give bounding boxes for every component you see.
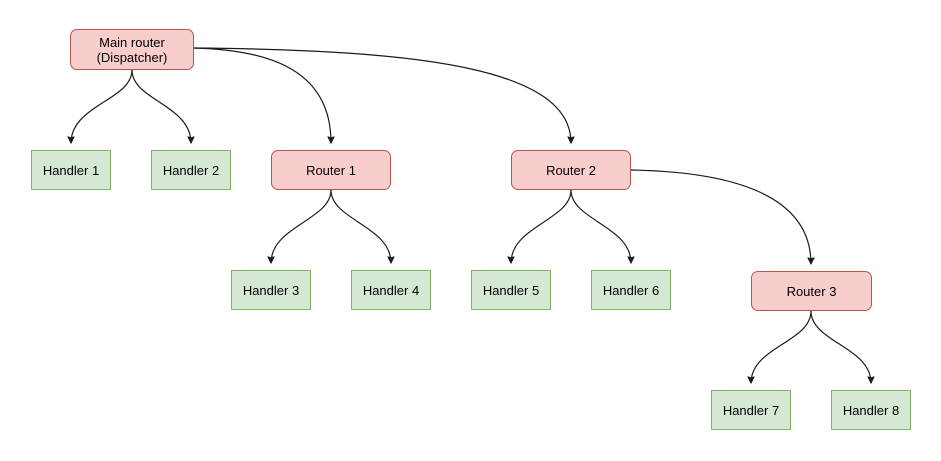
node-handler-1[interactable]: Handler 1 — [31, 150, 111, 190]
edge-router-2-to-router-3 — [630, 169, 811, 264]
node-label-router-2: Router 2 — [546, 162, 596, 178]
node-label-router-1: Router 1 — [306, 162, 356, 178]
node-label-handler-8: Handler 8 — [842, 402, 900, 418]
node-handler-7[interactable]: Handler 7 — [711, 390, 791, 430]
node-handler-4[interactable]: Handler 4 — [351, 270, 431, 310]
node-handler-5[interactable]: Handler 5 — [471, 270, 551, 310]
edge-main-to-router-1 — [193, 47, 331, 143]
node-handler-8[interactable]: Handler 8 — [831, 390, 911, 430]
node-label-handler-5: Handler 5 — [482, 282, 540, 298]
node-label-handler-7: Handler 7 — [722, 402, 780, 418]
node-main-router[interactable]: Main router (Dispatcher) — [70, 29, 194, 70]
node-router-1[interactable]: Router 1 — [271, 150, 391, 190]
edge-router-2-to-handler-5 — [511, 189, 572, 263]
edge-router-1-to-handler-4 — [330, 189, 391, 263]
edge-main-to-handler-2 — [131, 69, 191, 143]
node-handler-2[interactable]: Handler 2 — [151, 150, 231, 190]
edge-main-to-router-2 — [193, 47, 571, 143]
node-router-3[interactable]: Router 3 — [751, 271, 872, 311]
node-label-handler-4: Handler 4 — [362, 282, 420, 298]
node-handler-6[interactable]: Handler 6 — [591, 270, 671, 310]
edge-router-2-to-handler-6 — [570, 189, 631, 263]
node-label-main-router: Main router (Dispatcher) — [96, 34, 168, 65]
node-label-handler-6: Handler 6 — [602, 282, 660, 298]
node-label-handler-1: Handler 1 — [42, 162, 100, 178]
node-router-2[interactable]: Router 2 — [511, 150, 631, 190]
edge-router-3-to-handler-8 — [810, 310, 871, 383]
edges — [71, 47, 871, 383]
node-handler-3[interactable]: Handler 3 — [231, 270, 311, 310]
edge-router-3-to-handler-7 — [751, 310, 812, 383]
node-label-handler-3: Handler 3 — [242, 282, 300, 298]
node-label-router-3: Router 3 — [786, 283, 837, 299]
node-label-handler-2: Handler 2 — [162, 162, 220, 178]
edge-router-1-to-handler-3 — [271, 189, 332, 263]
edge-main-to-handler-1 — [71, 69, 133, 143]
